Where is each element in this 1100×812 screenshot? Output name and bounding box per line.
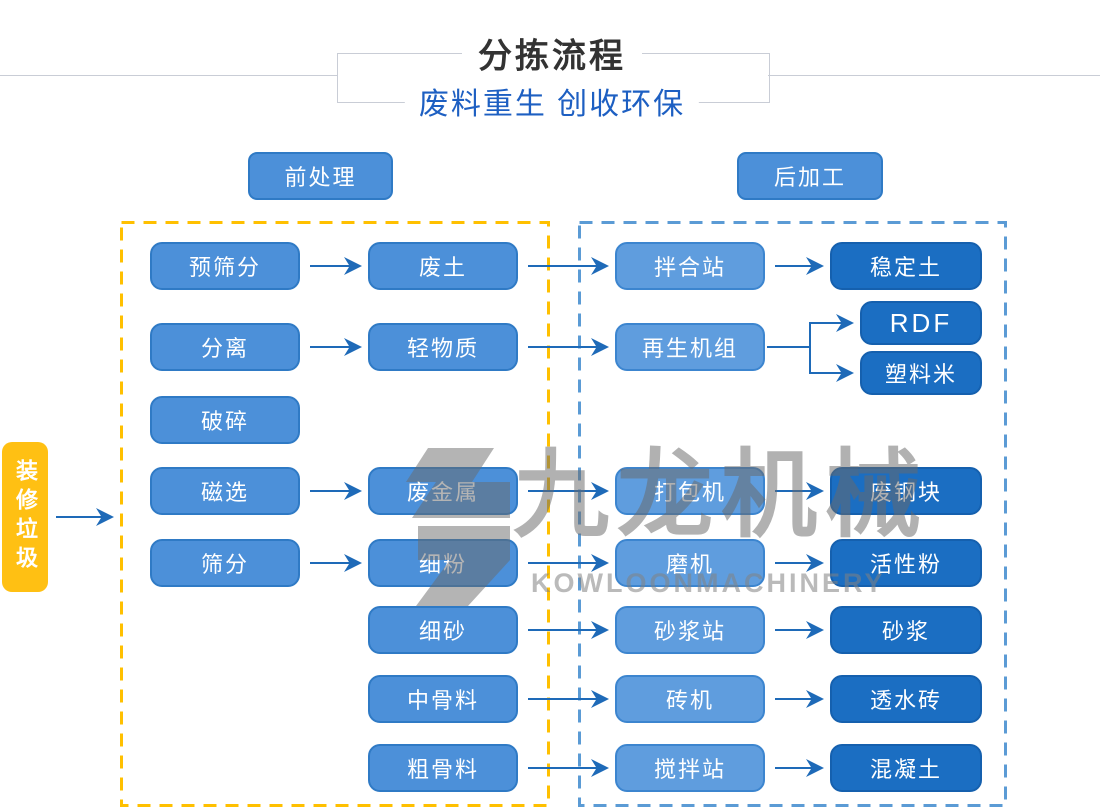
page-title: 分拣流程 — [462, 28, 642, 78]
flow-node-regen-unit: 再生机组 — [615, 323, 765, 371]
postprocessing-zone-border — [578, 221, 1007, 807]
section-label-postprocessing: 后加工 — [737, 152, 883, 200]
page-subtitle: 废料重生 创收环保 — [404, 79, 700, 123]
flow-node-stir-station: 搅拌站 — [615, 744, 765, 792]
header-line-right — [768, 75, 1100, 76]
arrow-regen-unit-to-plastic-pellet — [767, 346, 854, 382]
arrow-regen-unit-to-rdf — [767, 314, 854, 348]
flow-node-brick-machine: 砖机 — [615, 675, 765, 723]
flow-node-screening: 筛分 — [150, 539, 300, 587]
flow-node-fine-powder: 细粉 — [368, 539, 518, 587]
flow-node-mortar: 砂浆 — [830, 606, 982, 654]
header-line-left — [0, 75, 337, 76]
flow-node-coarse-aggregate: 粗骨料 — [368, 744, 518, 792]
flow-node-concrete: 混凝土 — [830, 744, 982, 792]
flow-node-fine-sand: 细砂 — [368, 606, 518, 654]
flow-node-active-powder: 活性粉 — [830, 539, 982, 587]
flow-node-mortar-station: 砂浆站 — [615, 606, 765, 654]
preprocessing-zone-border — [120, 221, 550, 807]
flow-node-stabilized-soil: 稳定土 — [830, 242, 982, 290]
flow-node-rdf: RDF — [860, 301, 982, 345]
flow-node-light-material: 轻物质 — [368, 323, 518, 371]
flow-node-mixing-station: 拌合站 — [615, 242, 765, 290]
source-label-renovation-waste: 装修垃圾 — [2, 442, 48, 592]
flow-node-waste-soil: 废土 — [368, 242, 518, 290]
flow-node-scrap-steel: 废钢块 — [830, 467, 982, 515]
section-label-preprocessing: 前处理 — [248, 152, 393, 200]
flow-node-pre-screen: 预筛分 — [150, 242, 300, 290]
flow-node-permeable-brick: 透水砖 — [830, 675, 982, 723]
flow-node-scrap-metal: 废金属 — [368, 467, 518, 515]
flow-node-crushing: 破碎 — [150, 396, 300, 444]
flow-node-plastic-pellet: 塑料米 — [860, 351, 982, 395]
flow-node-magnetic-sort: 磁选 — [150, 467, 300, 515]
flow-node-mid-aggregate: 中骨料 — [368, 675, 518, 723]
flow-node-mill: 磨机 — [615, 539, 765, 587]
flow-node-baler: 打包机 — [615, 467, 765, 515]
flow-node-separation: 分离 — [150, 323, 300, 371]
